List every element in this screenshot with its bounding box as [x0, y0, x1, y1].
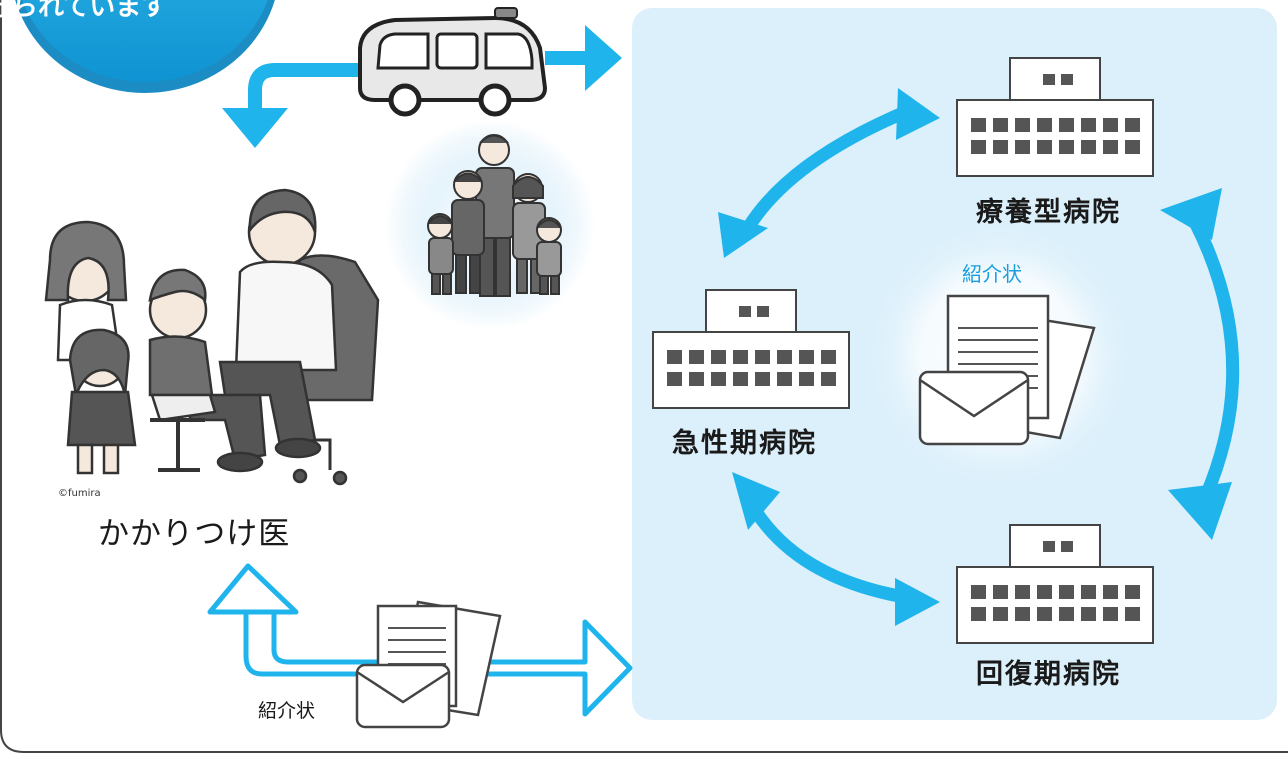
- hospital-window: [821, 350, 836, 364]
- referral-letter-bottom: [355, 600, 502, 729]
- arrow-kyusei-kaifuku: [749, 506, 912, 605]
- hospital-window: [733, 350, 748, 364]
- family-doctor-label: かかりつけ医: [98, 516, 291, 552]
- hospital-window: [1037, 140, 1052, 154]
- hospital-window: [1037, 607, 1052, 621]
- hospital-window: [971, 118, 986, 132]
- hospital-window: [739, 306, 751, 317]
- bus-arrowhead-down: [222, 108, 288, 148]
- family-illustration: [427, 134, 562, 297]
- hospital-window: [1125, 585, 1140, 599]
- arrowhead-kaifuku-right-end: [1168, 482, 1232, 540]
- hospital-window: [799, 372, 814, 386]
- hospital-window: [1015, 140, 1030, 154]
- hospital-window: [711, 350, 726, 364]
- arrowhead-ryoyo-right-end: [1160, 188, 1222, 240]
- hospital-window: [1081, 140, 1096, 154]
- hospital-window: [777, 350, 792, 364]
- hospital-window: [1125, 140, 1140, 154]
- hospital-window: [711, 372, 726, 386]
- arrowhead-ryoyo-end: [896, 88, 940, 140]
- hospital-window: [689, 372, 704, 386]
- referral-bottom-label: 紹介状: [258, 700, 316, 722]
- referral-letter-center: [918, 294, 1096, 446]
- hospital-window: [1037, 585, 1052, 599]
- hospital-window: [1043, 74, 1055, 85]
- hospital-building-kaifuku: [956, 524, 1154, 644]
- hospital-window: [755, 350, 770, 364]
- arrowhead-kaifuku-end: [895, 578, 940, 626]
- hospital-window: [993, 118, 1008, 132]
- bus-arrowhead-right: [585, 25, 622, 91]
- hospital-window: [667, 350, 682, 364]
- hospital-label-kyusei: 急性期病院: [672, 428, 817, 459]
- header-badge-text: 守られています: [0, 0, 168, 22]
- hospital-window: [799, 350, 814, 364]
- arrowhead-kyusei-top-end: [718, 212, 768, 258]
- hospital-window: [1125, 118, 1140, 132]
- arrow-ryoyo-kaifuku: [1189, 219, 1240, 501]
- hospital-window: [1059, 118, 1074, 132]
- bus-icon: [358, 7, 548, 117]
- hospital-window: [971, 140, 986, 154]
- family-doctor-illustration: [44, 188, 380, 486]
- hospital-window: [1059, 607, 1074, 621]
- hospital-building-kyusei: [652, 289, 850, 409]
- referral-center-label: 紹介状: [962, 262, 1022, 286]
- hospital-window: [971, 607, 986, 621]
- hospital-label-ryoyo: 療養型病院: [976, 197, 1121, 228]
- hospital-window: [689, 350, 704, 364]
- hospital-window: [1081, 585, 1096, 599]
- hospital-window: [821, 372, 836, 386]
- hospital-window: [971, 585, 986, 599]
- hospital-window: [1103, 140, 1118, 154]
- hospital-window: [1059, 585, 1074, 599]
- hospital-window: [733, 372, 748, 386]
- hospital-label-kaifuku: 回復期病院: [976, 659, 1121, 690]
- hospital-window: [1103, 585, 1118, 599]
- bus-arrow-left-down: [248, 63, 360, 112]
- doctor-illustration-credit: ©fumira: [58, 488, 101, 499]
- hospital-window: [993, 140, 1008, 154]
- hospital-window: [993, 585, 1008, 599]
- arrow-ryoyo-kyusei: [742, 104, 913, 232]
- hospital-window: [1081, 607, 1096, 621]
- header-badge: [15, 0, 275, 93]
- hospital-window: [1061, 541, 1073, 552]
- hospital-building-ryoyo: [956, 57, 1154, 177]
- hospital-window: [777, 372, 792, 386]
- hospital-window: [1059, 140, 1074, 154]
- arrowhead-kyusei-bottom-end: [732, 472, 780, 530]
- hospital-window: [1015, 118, 1030, 132]
- hospital-window: [757, 306, 769, 317]
- referral-outline-arrowhead-up: [207, 563, 299, 615]
- hospital-window: [1015, 607, 1030, 621]
- hospital-window: [1043, 541, 1055, 552]
- hospital-window: [755, 372, 770, 386]
- hospital-window: [993, 607, 1008, 621]
- hospital-window: [667, 372, 682, 386]
- hospital-window: [1037, 118, 1052, 132]
- hospital-window: [1125, 607, 1140, 621]
- hospital-window: [1103, 607, 1118, 621]
- hospital-window: [1061, 74, 1073, 85]
- hospital-window: [1015, 585, 1030, 599]
- hospital-window: [1103, 118, 1118, 132]
- hospital-window: [1081, 118, 1096, 132]
